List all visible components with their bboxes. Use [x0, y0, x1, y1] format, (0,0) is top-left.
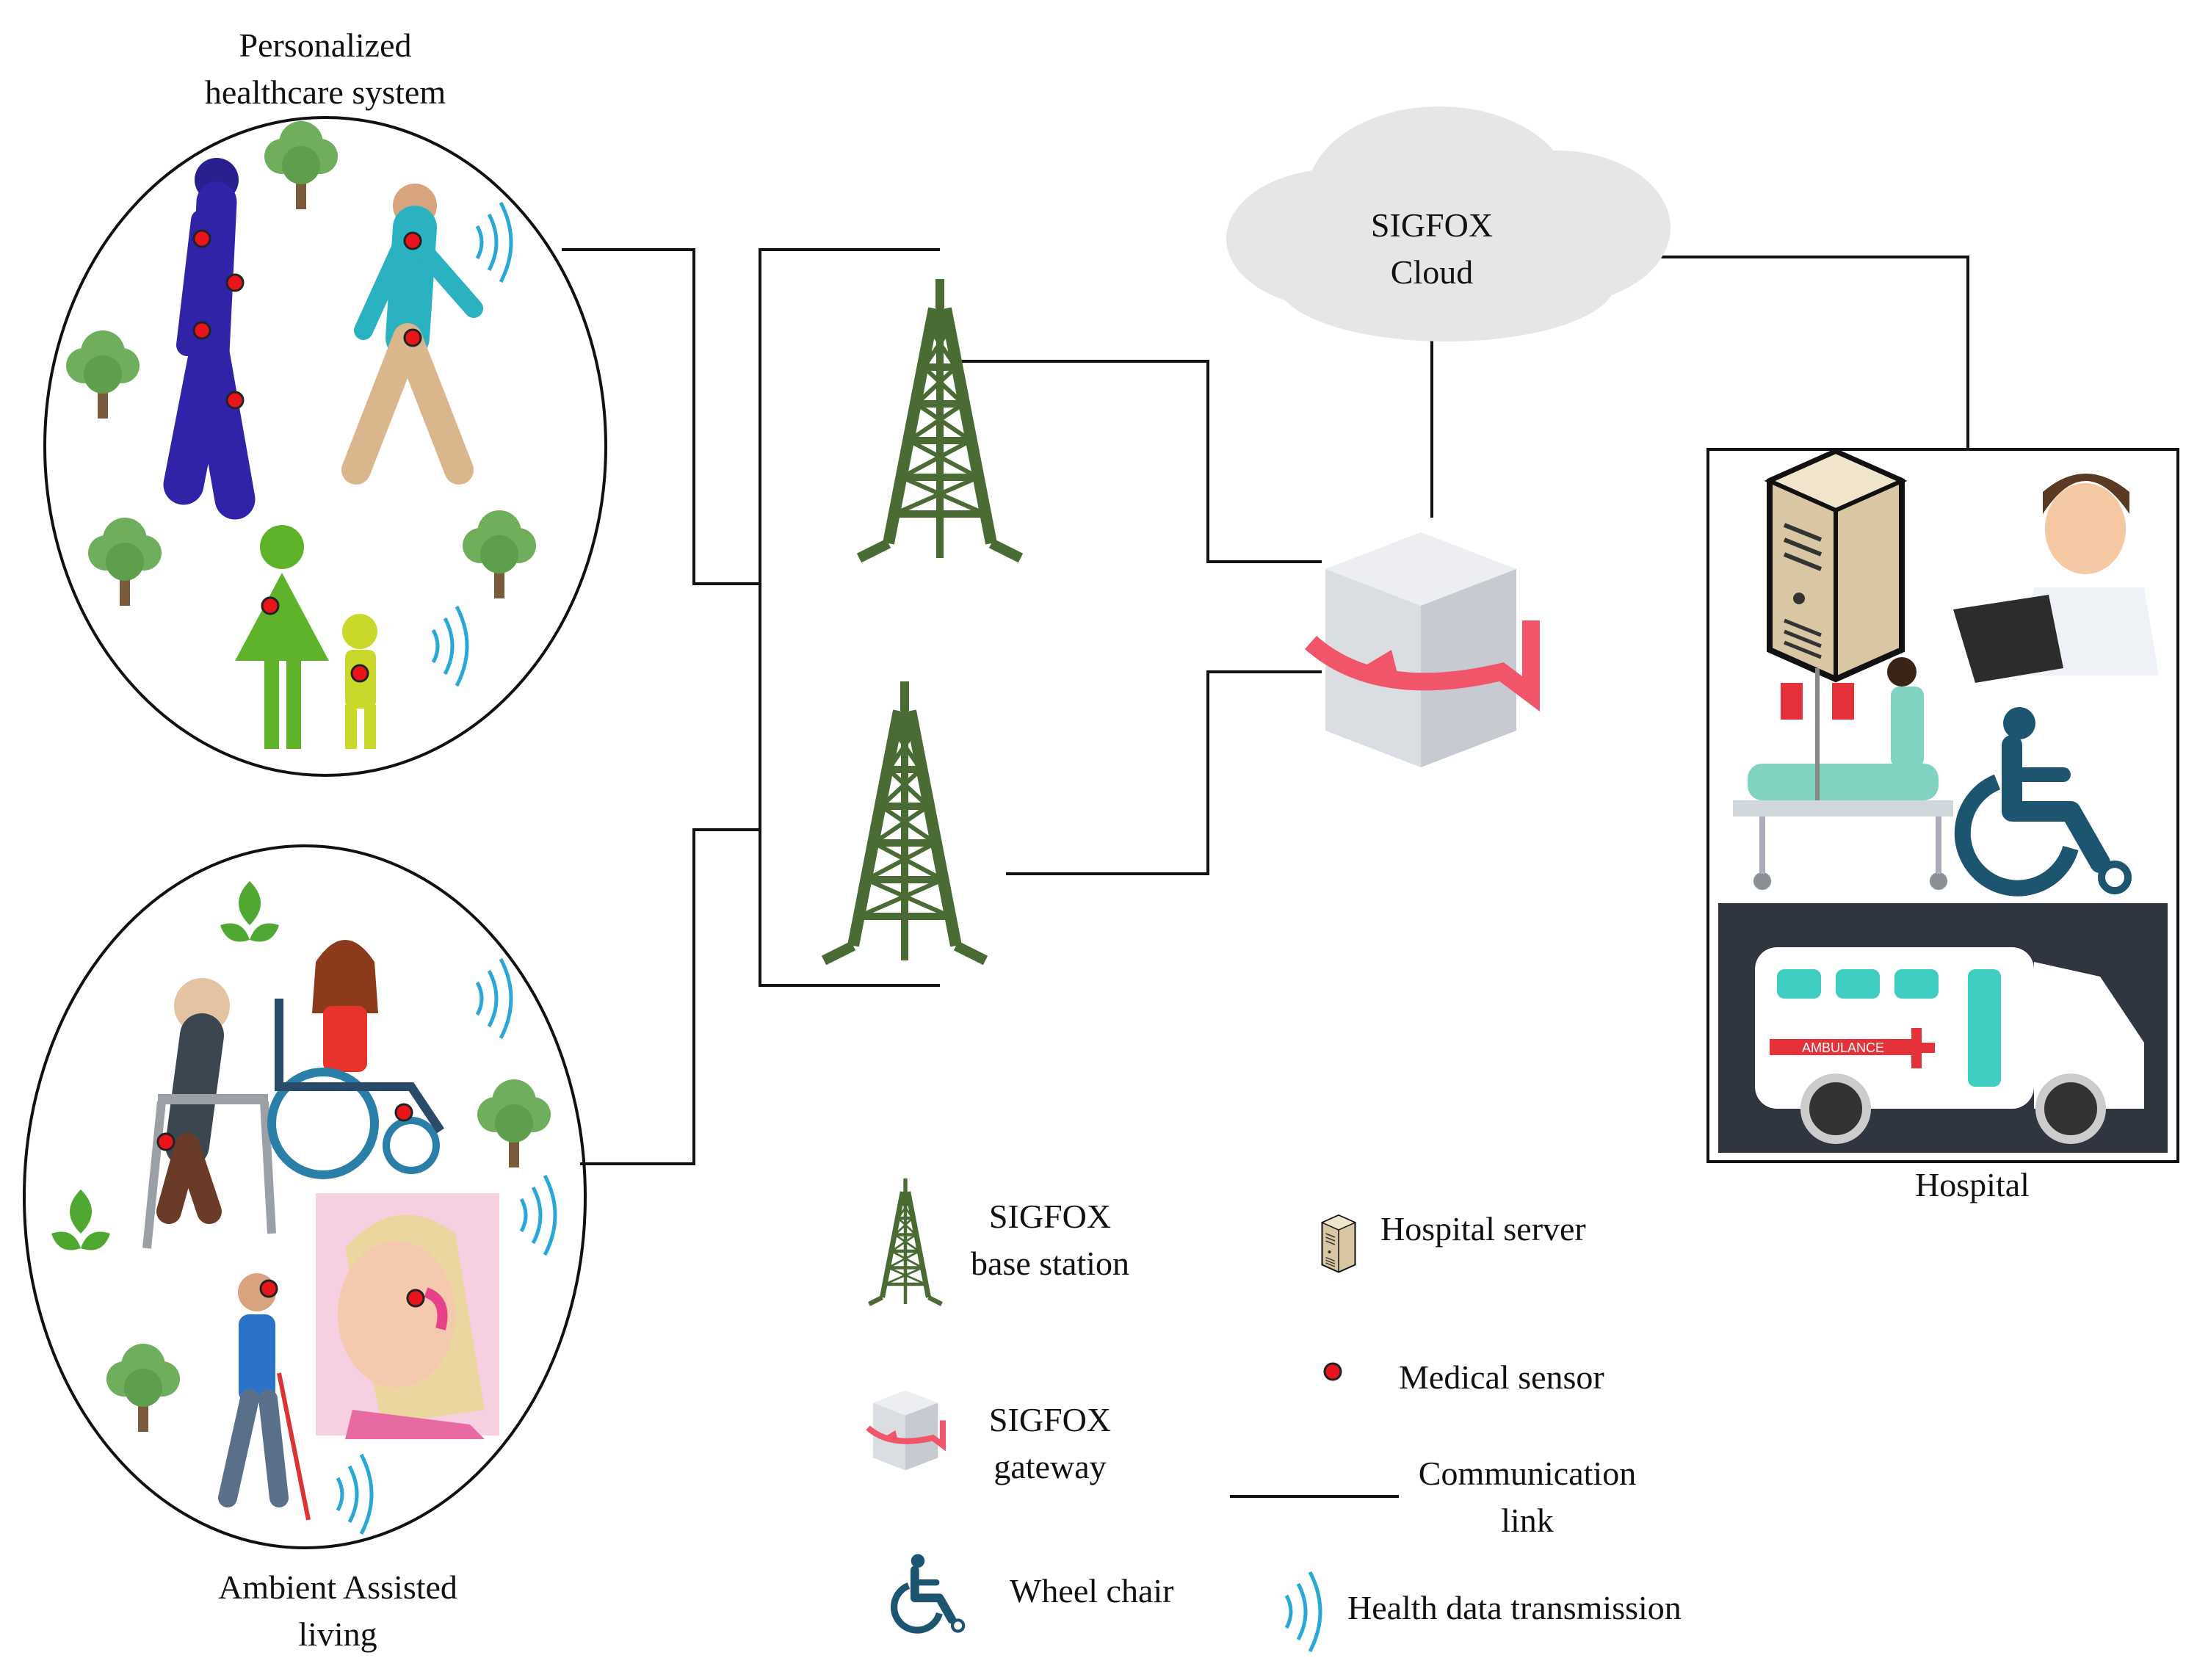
hospital-title-text: Hospital — [1915, 1166, 2030, 1203]
communication-links — [562, 248, 1969, 1165]
girl-wheelchair-icon — [267, 940, 444, 1179]
legend-icons — [868, 1178, 1399, 1651]
legend-link-label: Communication link — [1380, 1450, 1674, 1544]
legend-sensor-icon — [1323, 1362, 1342, 1381]
wave-icon — [477, 959, 511, 1038]
tower-icon — [859, 279, 1021, 558]
legend-gateway-line2: gateway — [993, 1448, 1107, 1485]
legend-wheelchair-label: Wheel chair — [1010, 1568, 1303, 1615]
wave-icon — [477, 203, 511, 282]
cloud-label: SIGFOX Cloud — [1285, 202, 1579, 296]
human-body-icon — [163, 158, 256, 520]
ambient-assisted-group — [23, 844, 587, 1549]
personalized-healthcare-group — [43, 116, 607, 777]
ambient-ellipse — [23, 844, 587, 1549]
legend-link-line1: Communication — [1418, 1455, 1637, 1492]
ambient-title-line1: Ambient Assisted — [218, 1568, 457, 1606]
legend-base-station-line2: base station — [971, 1245, 1129, 1282]
legend-gateway-line1: SIGFOX — [988, 1401, 1112, 1438]
legend-server-text: Hospital server — [1380, 1210, 1586, 1248]
tree-icon — [477, 1079, 551, 1167]
ambient-title-line2: living — [298, 1615, 377, 1653]
tree-icon — [88, 518, 162, 606]
ambulance-text: AMBULANCE — [1802, 1040, 1884, 1055]
hospital-panel: AMBULANCE — [1706, 448, 2179, 1163]
doctor-icon — [1953, 474, 2159, 683]
sensor-dots-personalized — [192, 229, 422, 683]
cloud-icon — [1226, 106, 1671, 341]
hospital-title: Hospital — [1833, 1162, 2112, 1209]
personalized-ellipse — [43, 116, 607, 777]
walking-man-icon — [356, 184, 474, 470]
legend-server-label: Hospital server — [1380, 1206, 1733, 1253]
tree-icon — [264, 121, 338, 209]
tree-icon — [106, 1344, 180, 1432]
legend-sensor-text: Medical sensor — [1399, 1358, 1604, 1396]
tower-icon — [824, 681, 985, 960]
legend-transmission-label: Health data transmission — [1347, 1585, 1803, 1632]
leaf-icon — [220, 881, 279, 942]
legend-gateway-label: SIGFOX gateway — [925, 1397, 1175, 1491]
ambient-title: Ambient Assisted living — [154, 1564, 521, 1658]
patient-bed-icon — [1733, 657, 1953, 890]
tree-icon — [463, 510, 536, 598]
legend-wheelchair-icon — [894, 1554, 964, 1632]
cloud-label-line2: Cloud — [1390, 253, 1474, 291]
server-icon — [1770, 452, 1902, 679]
wave-icon — [433, 607, 467, 686]
wave-icon — [521, 1176, 555, 1255]
ambulance-icon: AMBULANCE — [1718, 903, 2168, 1153]
leaf-icon — [51, 1190, 110, 1250]
blind-person-icon — [218, 1273, 311, 1521]
wave-icon — [338, 1455, 372, 1534]
legend-transmission-text: Health data transmission — [1347, 1589, 1682, 1626]
legend-link-line2: link — [1501, 1502, 1554, 1539]
legend-base-station-line1: SIGFOX — [988, 1198, 1112, 1235]
cloud-label-line1: SIGFOX — [1370, 206, 1494, 244]
personalized-title-line2: healthcare system — [204, 73, 446, 111]
legend-base-station-label: SIGFOX base station — [925, 1193, 1175, 1287]
legend-wheelchair-text: Wheel chair — [1010, 1572, 1174, 1610]
legend-sensor-label: Medical sensor — [1399, 1354, 1751, 1401]
personalized-title-line1: Personalized — [239, 26, 412, 64]
hearing-girl-icon — [338, 1214, 485, 1439]
legend-server-icon — [1321, 1214, 1356, 1273]
gateway-icon — [1311, 532, 1531, 767]
elderly-walker-icon — [142, 978, 276, 1249]
sensor-dots-ambient — [156, 1103, 425, 1308]
tree-icon — [66, 330, 140, 419]
woman-child-icon — [235, 525, 377, 749]
personalized-title: Personalized healthcare system — [142, 22, 509, 116]
